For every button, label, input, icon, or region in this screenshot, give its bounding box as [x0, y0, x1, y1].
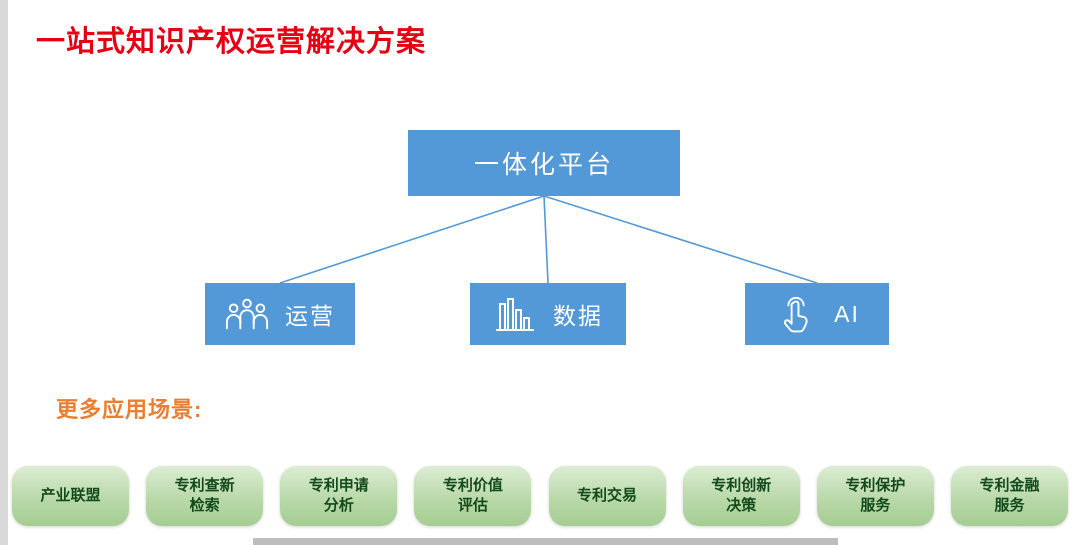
- page-title: 一站式知识产权运营解决方案: [36, 26, 427, 58]
- root-node-platform: 一体化平台: [408, 130, 680, 196]
- scenario-pill-application-analysis: 专利申请 分析: [280, 466, 398, 526]
- more-scenarios-label: 更多应用场景:: [56, 397, 203, 422]
- node-label: 数据: [553, 303, 603, 329]
- scenario-pill-innovation-decision: 专利创新 决策: [682, 466, 800, 526]
- node-ai: AI: [745, 283, 889, 345]
- scenario-pill-financial-service: 专利金融 服务: [950, 466, 1068, 526]
- node-label: AI: [834, 300, 860, 327]
- node-label: 运营: [285, 303, 335, 329]
- tap-hand-icon: [774, 293, 818, 335]
- scenario-pill-row: 产业联盟 专利查新 检索 专利申请 分析 专利价值 评估 专利交易 专利创新 决…: [12, 466, 1068, 526]
- node-data: 数据: [470, 283, 626, 345]
- bottom-edge-strip: [253, 538, 838, 545]
- scenario-pill-industry-alliance: 产业联盟: [12, 466, 129, 526]
- people-icon: [225, 293, 269, 335]
- scenario-pill-novelty-search: 专利查新 检索: [146, 466, 264, 526]
- left-edge-strip: [0, 0, 8, 545]
- scenario-pill-value-evaluation: 专利价值 评估: [414, 466, 532, 526]
- scenario-pill-protection-service: 专利保护 服务: [816, 466, 934, 526]
- node-operations: 运营: [205, 283, 355, 345]
- scenario-pill-patent-trading: 专利交易: [548, 466, 666, 526]
- bar-chart-icon: [493, 293, 537, 335]
- root-node-label: 一体化平台: [473, 151, 614, 179]
